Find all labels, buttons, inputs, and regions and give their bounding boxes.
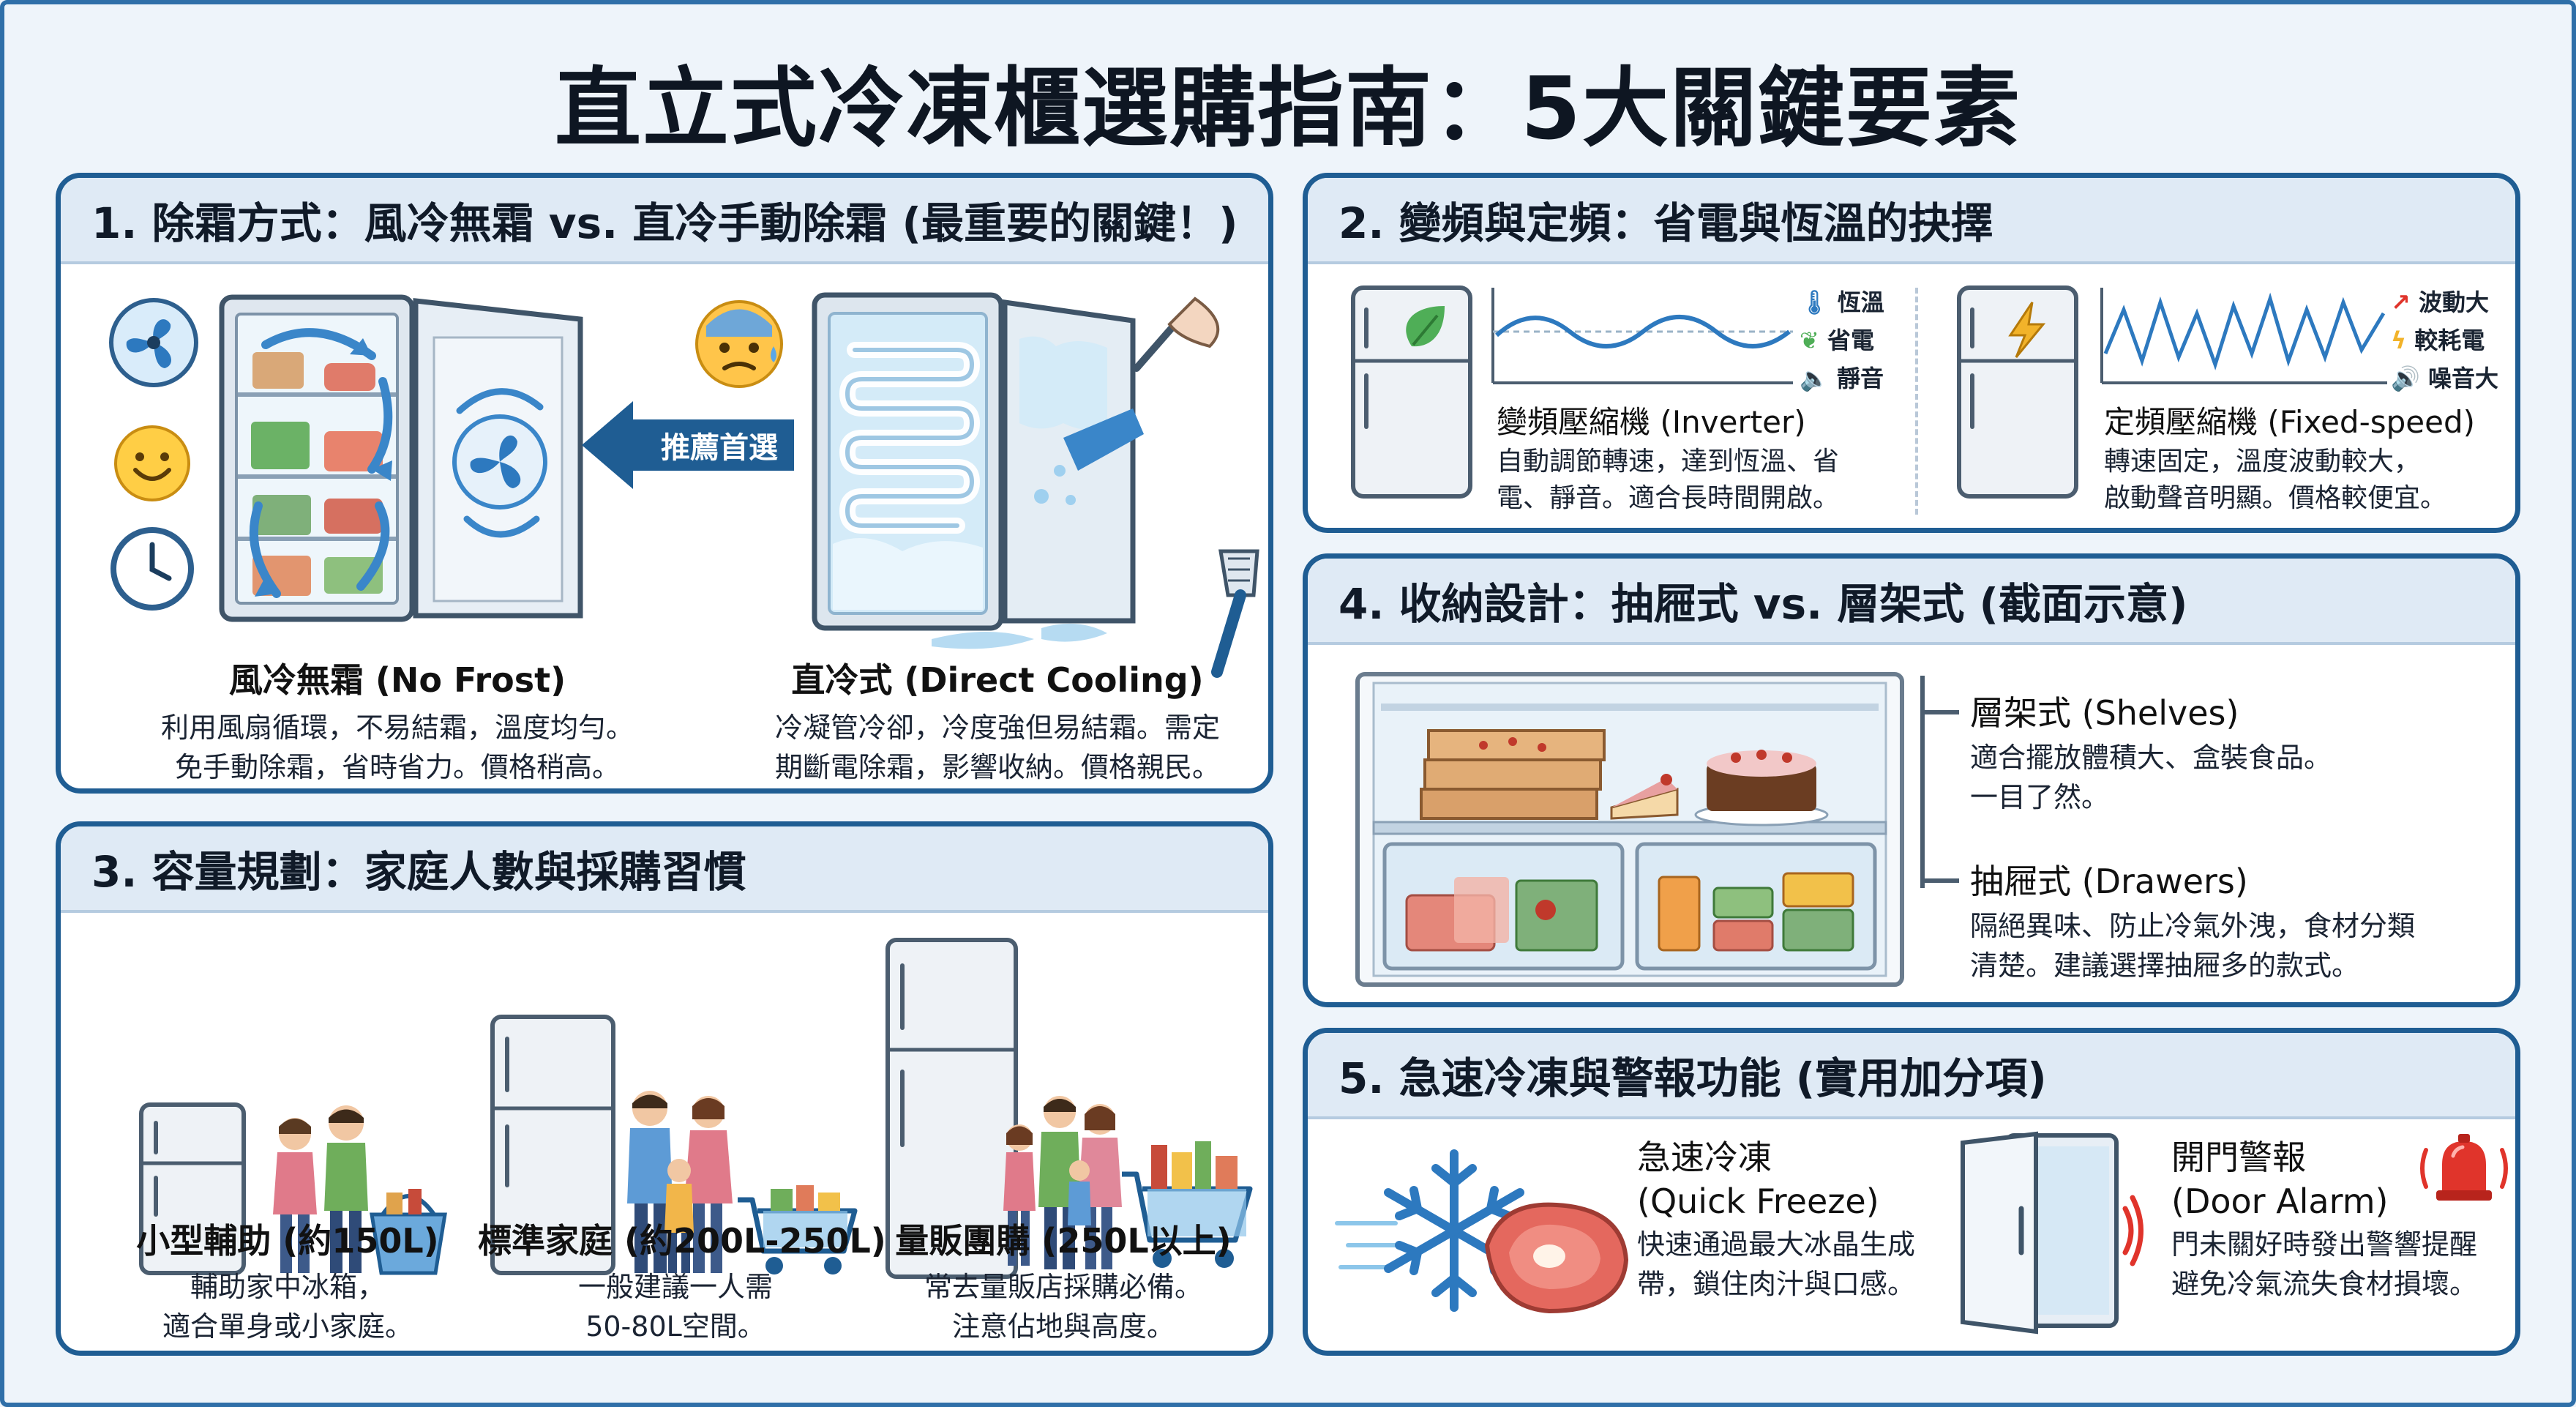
fixed-tag-power: ϟ 較耗電 xyxy=(2391,322,2498,360)
page-title: 直立式冷凍櫃選購指南：5大關鍵要素 xyxy=(554,58,2022,159)
direct-cooling-caption: 直冷式 (Direct Cooling) 冷凝管冷卻，冷度強但易結霜。需定 期斷… xyxy=(734,654,1261,787)
drawers-line-1: 隔絕異味、防止冷氣外洩，食材分類 xyxy=(1970,910,2416,942)
direct-cooling-title: 直冷式 (Direct Cooling) xyxy=(791,660,1204,700)
shelves-caption: 層架式 (Shelves) 適合擺放體積大、盒裝食品。 一目了然。 xyxy=(1970,687,2332,817)
capacity-item-title: 量販團購 (250L以上) xyxy=(895,1221,1232,1261)
panel-capacity-heading: 3. 容量規劃：家庭人數與採購習慣 xyxy=(61,826,1268,913)
alarm-bell-icon xyxy=(2420,1134,2508,1201)
door-alarm-title: 開門警報 xyxy=(2171,1138,2306,1177)
panel-inverter: 2. 變頻與定頻：省電與恆溫的抉擇 🌡 恆溫 ❦ 省電 🔈 靜音 變頻壓縮機 (… xyxy=(1303,173,2520,533)
speaker-loud-icon: 🔊 xyxy=(2391,365,2420,392)
panel-inverter-heading: 2. 變頻與定頻：省電與恆溫的抉擇 xyxy=(1308,178,2515,264)
no-frost-freezer-illustration xyxy=(219,294,583,622)
no-frost-line-2: 免手動除霜，省時省力。價格稍高。 xyxy=(174,751,620,783)
fixed-tag-fluctuation: ↗ 波動大 xyxy=(2391,284,2498,322)
shelves-title: 層架式 (Shelves) xyxy=(1970,693,2239,733)
worried-face-icon xyxy=(695,300,783,388)
trend-up-icon: ↗ xyxy=(2391,288,2411,316)
thermometer-icon: 🌡 xyxy=(1800,288,1830,316)
inverter-wave-chart xyxy=(1491,288,1793,384)
door-alarm-subtitle: (Door Alarm) xyxy=(2171,1182,2389,1221)
direct-cooling-line-2: 期斷電除霜，影響收納。價格親民。 xyxy=(774,751,1220,783)
panel-capacity: 3. 容量規劃：家庭人數與採購習慣 xyxy=(56,821,1273,1356)
smile-icon xyxy=(114,425,190,501)
fixed-tag-label: 噪音大 xyxy=(2427,365,2498,392)
lightning-icon: ϟ xyxy=(2391,326,2407,354)
door-alarm-caption: 開門警報 (Door Alarm) 門未關好時發出警響提醒 避免冷氣流失食材損壞… xyxy=(2171,1135,2477,1304)
drawers-line-2: 清楚。建議選擇抽屜多的款式。 xyxy=(1970,949,2360,982)
capacity-item-title: 小型輔助 (約150L) xyxy=(136,1221,439,1261)
quick-freeze-subtitle: (Quick Freeze) xyxy=(1637,1182,1879,1221)
inverter-freezer-icon xyxy=(1351,285,1472,499)
panel-storage: 4. 收納設計：抽屜式 vs. 層架式 (截面示意) xyxy=(1303,553,2520,1007)
inverter-line-1: 自動調節轉速，達到恆溫、省 xyxy=(1497,447,1840,477)
speaker-quiet-icon: 🔈 xyxy=(1800,365,1829,392)
door-alarm-freezer-illustration xyxy=(1961,1131,2143,1335)
quick-freeze-line-2: 帶，鎖住肉汁與口感。 xyxy=(1637,1268,1916,1300)
fixed-speed-line-1: 轉速固定，溫度波動較大， xyxy=(2104,447,2421,477)
capacity-item-line-1: 一般建議一人需 xyxy=(577,1271,773,1303)
fixed-tag-label: 較耗電 xyxy=(2414,326,2485,354)
quick-freeze-line-1: 快速通過最大冰晶生成 xyxy=(1637,1228,1916,1261)
capacity-item-line-2: 50-80L空間。 xyxy=(585,1310,765,1343)
panel-freeze-alarm: 5. 急速冷凍與警報功能 (實用加分項) 急速冷凍 (Quick Freeze)… xyxy=(1303,1028,2520,1356)
quick-freeze-caption: 急速冷凍 (Quick Freeze) 快速通過最大冰晶生成 帶，鎖住肉汁與口感… xyxy=(1637,1135,1915,1304)
drawers-caption: 抽屜式 (Drawers) 隔絕異味、防止冷氣外洩，食材分類 清楚。建議選擇抽屜… xyxy=(1970,855,2415,985)
capacity-item-line-1: 輔助家中冰箱， xyxy=(190,1271,385,1303)
fixed-tag-label: 波動大 xyxy=(2418,288,2489,316)
clock-icon xyxy=(111,527,194,611)
no-frost-line-1: 利用風扇循環，不易結霜，溫度均勻。 xyxy=(160,712,634,744)
door-alarm-line-2: 避免冷氣流失食材損壞。 xyxy=(2171,1268,2478,1300)
inverter-tag-label: 靜音 xyxy=(1836,365,1884,392)
inverter-divider xyxy=(1915,288,1918,515)
inverter-line-2: 電、靜音。適合長時間開啟。 xyxy=(1497,483,1840,513)
ice-scraper-icon xyxy=(1211,549,1259,678)
capacity-item: 小型輔助 (約150L) 輔助家中冰箱， 適合單身或小家庭。 xyxy=(97,1214,478,1346)
capacity-item: 量販團購 (250L以上) 常去量販店採購必備。 注意佔地與高度。 xyxy=(873,1214,1254,1346)
fixed-speed-wave-chart xyxy=(2100,288,2387,384)
shelves-line-1: 適合擺放體積大、盒裝食品。 xyxy=(1970,742,2332,774)
shelves-line-2: 一目了然。 xyxy=(1970,781,2110,813)
door-alarm-line-1: 門未關好時發出警響提醒 xyxy=(2171,1228,2478,1261)
fan-icon xyxy=(109,298,198,387)
fixed-tag-noise: 🔊 噪音大 xyxy=(2391,360,2498,398)
quick-freeze-illustration xyxy=(1335,1149,1629,1314)
capacity-item-line-2: 適合單身或小家庭。 xyxy=(162,1310,413,1343)
fixed-speed-line-2: 啟動聲音明顯。價格較便宜。 xyxy=(2104,483,2447,513)
panel-storage-heading: 4. 收納設計：抽屜式 vs. 層架式 (截面示意) xyxy=(1308,559,2515,645)
storage-bracket xyxy=(1920,676,1959,888)
panel-defrost-heading: 1. 除霜方式：風冷無霜 vs. 直冷手動除霜 (最重要的關鍵！) xyxy=(61,178,1268,264)
inverter-title: 變頻壓縮機 (Inverter) xyxy=(1497,404,1806,440)
capacity-item-title: 標準家庭 (約200L-250L) xyxy=(478,1221,886,1261)
inverter-tag-power: ❦ 省電 xyxy=(1800,322,1884,360)
fixed-speed-title: 定頻壓縮機 (Fixed-speed) xyxy=(2104,404,2475,440)
inverter-tags: 🌡 恆溫 ❦ 省電 🔈 靜音 xyxy=(1800,284,1884,398)
direct-cooling-line-1: 冷凝管冷卻，冷度強但易結霜。需定 xyxy=(774,712,1220,744)
recommend-arrow xyxy=(582,401,794,489)
recommend-badge-label: 推薦首選 xyxy=(661,431,778,465)
inverter-tag-thermo: 🌡 恆溫 xyxy=(1800,284,1884,322)
capacity-item-line-1: 常去量販店採購必備。 xyxy=(924,1271,1202,1303)
inverter-tag-label: 恆溫 xyxy=(1837,288,1884,316)
fixed-speed-tags: ↗ 波動大 ϟ 較耗電 🔊 噪音大 xyxy=(2391,284,2498,398)
quick-freeze-title: 急速冷凍 xyxy=(1637,1138,1772,1177)
direct-cooling-freezer-illustration xyxy=(812,292,1220,649)
inverter-tag-quiet: 🔈 靜音 xyxy=(1800,360,1884,398)
no-frost-title: 風冷無霜 (No Frost) xyxy=(228,660,566,700)
panel-freeze-alarm-heading: 5. 急速冷凍與警報功能 (實用加分項) xyxy=(1308,1033,2515,1119)
inverter-caption: 變頻壓縮機 (Inverter) 自動調節轉速，達到恆溫、省 電、靜音。適合長時… xyxy=(1497,398,1839,517)
no-frost-caption: 風冷無霜 (No Frost) 利用風扇循環，不易結霜，溫度均勻。 免手動除霜，… xyxy=(134,654,661,787)
leaf-icon: ❦ xyxy=(1800,326,1819,354)
standard-freezer-illustration xyxy=(490,1015,858,1275)
inverter-tag-label: 省電 xyxy=(1827,326,1874,354)
large-freezer-illustration xyxy=(886,938,1253,1279)
storage-cross-section-illustration xyxy=(1355,672,1904,987)
panel-defrost: 1. 除霜方式：風冷無霜 vs. 直冷手動除霜 (最重要的關鍵！) xyxy=(56,173,1273,794)
drawers-title: 抽屜式 (Drawers) xyxy=(1970,862,2248,901)
capacity-item-line-2: 注意佔地與高度。 xyxy=(951,1310,1175,1343)
fixed-speed-freezer-icon xyxy=(1957,285,2078,499)
fixed-speed-caption: 定頻壓縮機 (Fixed-speed) 轉速固定，溫度波動較大， 啟動聲音明顯。… xyxy=(2104,398,2475,517)
small-freezer-illustration xyxy=(139,1102,447,1275)
capacity-item: 標準家庭 (約200L-250L) 一般建議一人需 50-80L空間。 xyxy=(478,1214,886,1346)
